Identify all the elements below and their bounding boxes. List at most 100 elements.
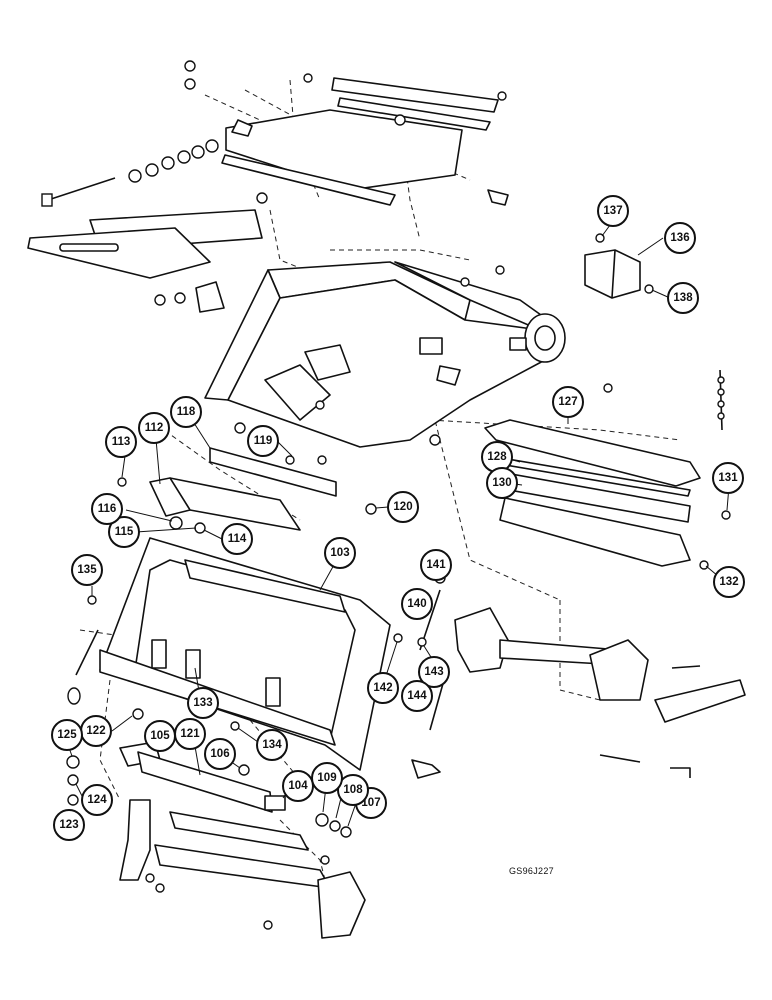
nut — [644, 284, 654, 294]
callout-circle — [597, 195, 629, 227]
callout-circle — [221, 523, 253, 555]
callout-144: 144 — [401, 680, 433, 712]
callout-136: 136 — [664, 222, 696, 254]
bolt-119b — [317, 455, 327, 465]
nut — [174, 292, 186, 304]
callout-120: 120 — [387, 491, 419, 523]
bolt-122 — [132, 708, 144, 720]
callout-number: 109 — [317, 772, 336, 784]
inner-bracket — [304, 344, 351, 381]
callout-circle — [311, 762, 343, 794]
callout-133: 133 — [187, 687, 219, 719]
callout-number: 107 — [361, 797, 380, 809]
callout-circle — [174, 718, 206, 750]
drawbar — [654, 679, 746, 723]
callout-125: 125 — [51, 719, 83, 751]
callout-number: 103 — [330, 547, 349, 559]
tube-bore — [534, 325, 556, 351]
callout-103: 103 — [324, 537, 356, 569]
frame-lug — [151, 639, 167, 669]
callout-circle — [418, 656, 450, 688]
callout-121: 121 — [174, 718, 206, 750]
callout-number: 135 — [77, 564, 97, 576]
chain-link — [717, 412, 725, 420]
bolt — [497, 91, 507, 101]
bolt — [145, 873, 155, 883]
chain-link — [717, 376, 725, 384]
hook-pin — [670, 767, 691, 778]
callout-123: 123 — [53, 809, 85, 841]
callout-122: 122 — [80, 715, 112, 747]
callout-131: 131 — [712, 462, 744, 494]
bolt — [495, 265, 505, 275]
long-bolt-head — [41, 193, 53, 207]
callout-135: 135 — [71, 554, 103, 586]
bolt — [155, 883, 165, 893]
callout-140: 140 — [401, 588, 433, 620]
callout-number: 119 — [254, 435, 273, 447]
callout-number: 127 — [558, 396, 577, 408]
washer-143 — [417, 637, 427, 647]
callout-number: 141 — [426, 559, 446, 571]
callout-number: 140 — [407, 598, 426, 610]
channel-group — [117, 447, 377, 534]
callout-circle — [170, 396, 202, 428]
callout-circle — [401, 680, 433, 712]
handle-lug — [436, 365, 461, 386]
callout-circle — [105, 426, 137, 458]
callout-number: 132 — [719, 576, 738, 588]
callout-number: 121 — [180, 728, 200, 740]
callout-108: 108 — [337, 774, 369, 806]
callout-number: 130 — [492, 477, 511, 489]
nut — [184, 78, 196, 90]
plate-112 — [169, 477, 301, 531]
callout-number: 136 — [670, 232, 689, 244]
blade-upper — [169, 811, 309, 851]
channel-118 — [209, 447, 337, 497]
callout-number: 115 — [115, 526, 134, 538]
nut — [263, 920, 273, 930]
callout-116: 116 — [91, 493, 123, 525]
nut-135 — [87, 595, 97, 605]
spring-hook — [603, 383, 613, 393]
washer-108 — [329, 820, 341, 832]
callout-circle — [324, 537, 356, 569]
callout-circle — [667, 282, 699, 314]
nut-107 — [340, 826, 352, 838]
nut — [320, 855, 330, 865]
callout-109: 109 — [311, 762, 343, 794]
bracket-tab — [231, 119, 253, 137]
callout-circle — [91, 493, 123, 525]
nut — [394, 114, 406, 126]
callout-138: 138 — [667, 282, 699, 314]
callout-number: 114 — [228, 533, 247, 545]
washer — [191, 145, 205, 159]
drawing-reference-code: GS96J227 — [509, 866, 554, 876]
callout-circle — [256, 729, 288, 761]
cover-assembly — [484, 369, 731, 570]
callout-circle — [108, 516, 140, 548]
cover-127 — [484, 419, 701, 487]
nut — [184, 60, 196, 72]
callout-106: 106 — [204, 738, 236, 770]
callout-115: 115 — [108, 516, 140, 548]
lower-frame — [67, 537, 391, 771]
nut-114 — [194, 522, 206, 534]
callout-114: 114 — [221, 523, 253, 555]
side-slot — [509, 337, 527, 351]
callout-circle — [712, 462, 744, 494]
side-gusset — [195, 281, 225, 313]
callout-circle — [337, 774, 369, 806]
callout-circle — [486, 467, 518, 499]
callout-number: 143 — [424, 666, 443, 678]
main-housing — [154, 261, 566, 448]
callout-circle — [420, 549, 452, 581]
callout-number: 116 — [98, 503, 117, 515]
callout-143: 143 — [418, 656, 450, 688]
strip-121 — [137, 751, 273, 813]
frame-top-rail — [184, 559, 346, 613]
callout-circle — [282, 770, 314, 802]
callout-104: 104 — [282, 770, 314, 802]
callout-number: 137 — [603, 205, 622, 217]
